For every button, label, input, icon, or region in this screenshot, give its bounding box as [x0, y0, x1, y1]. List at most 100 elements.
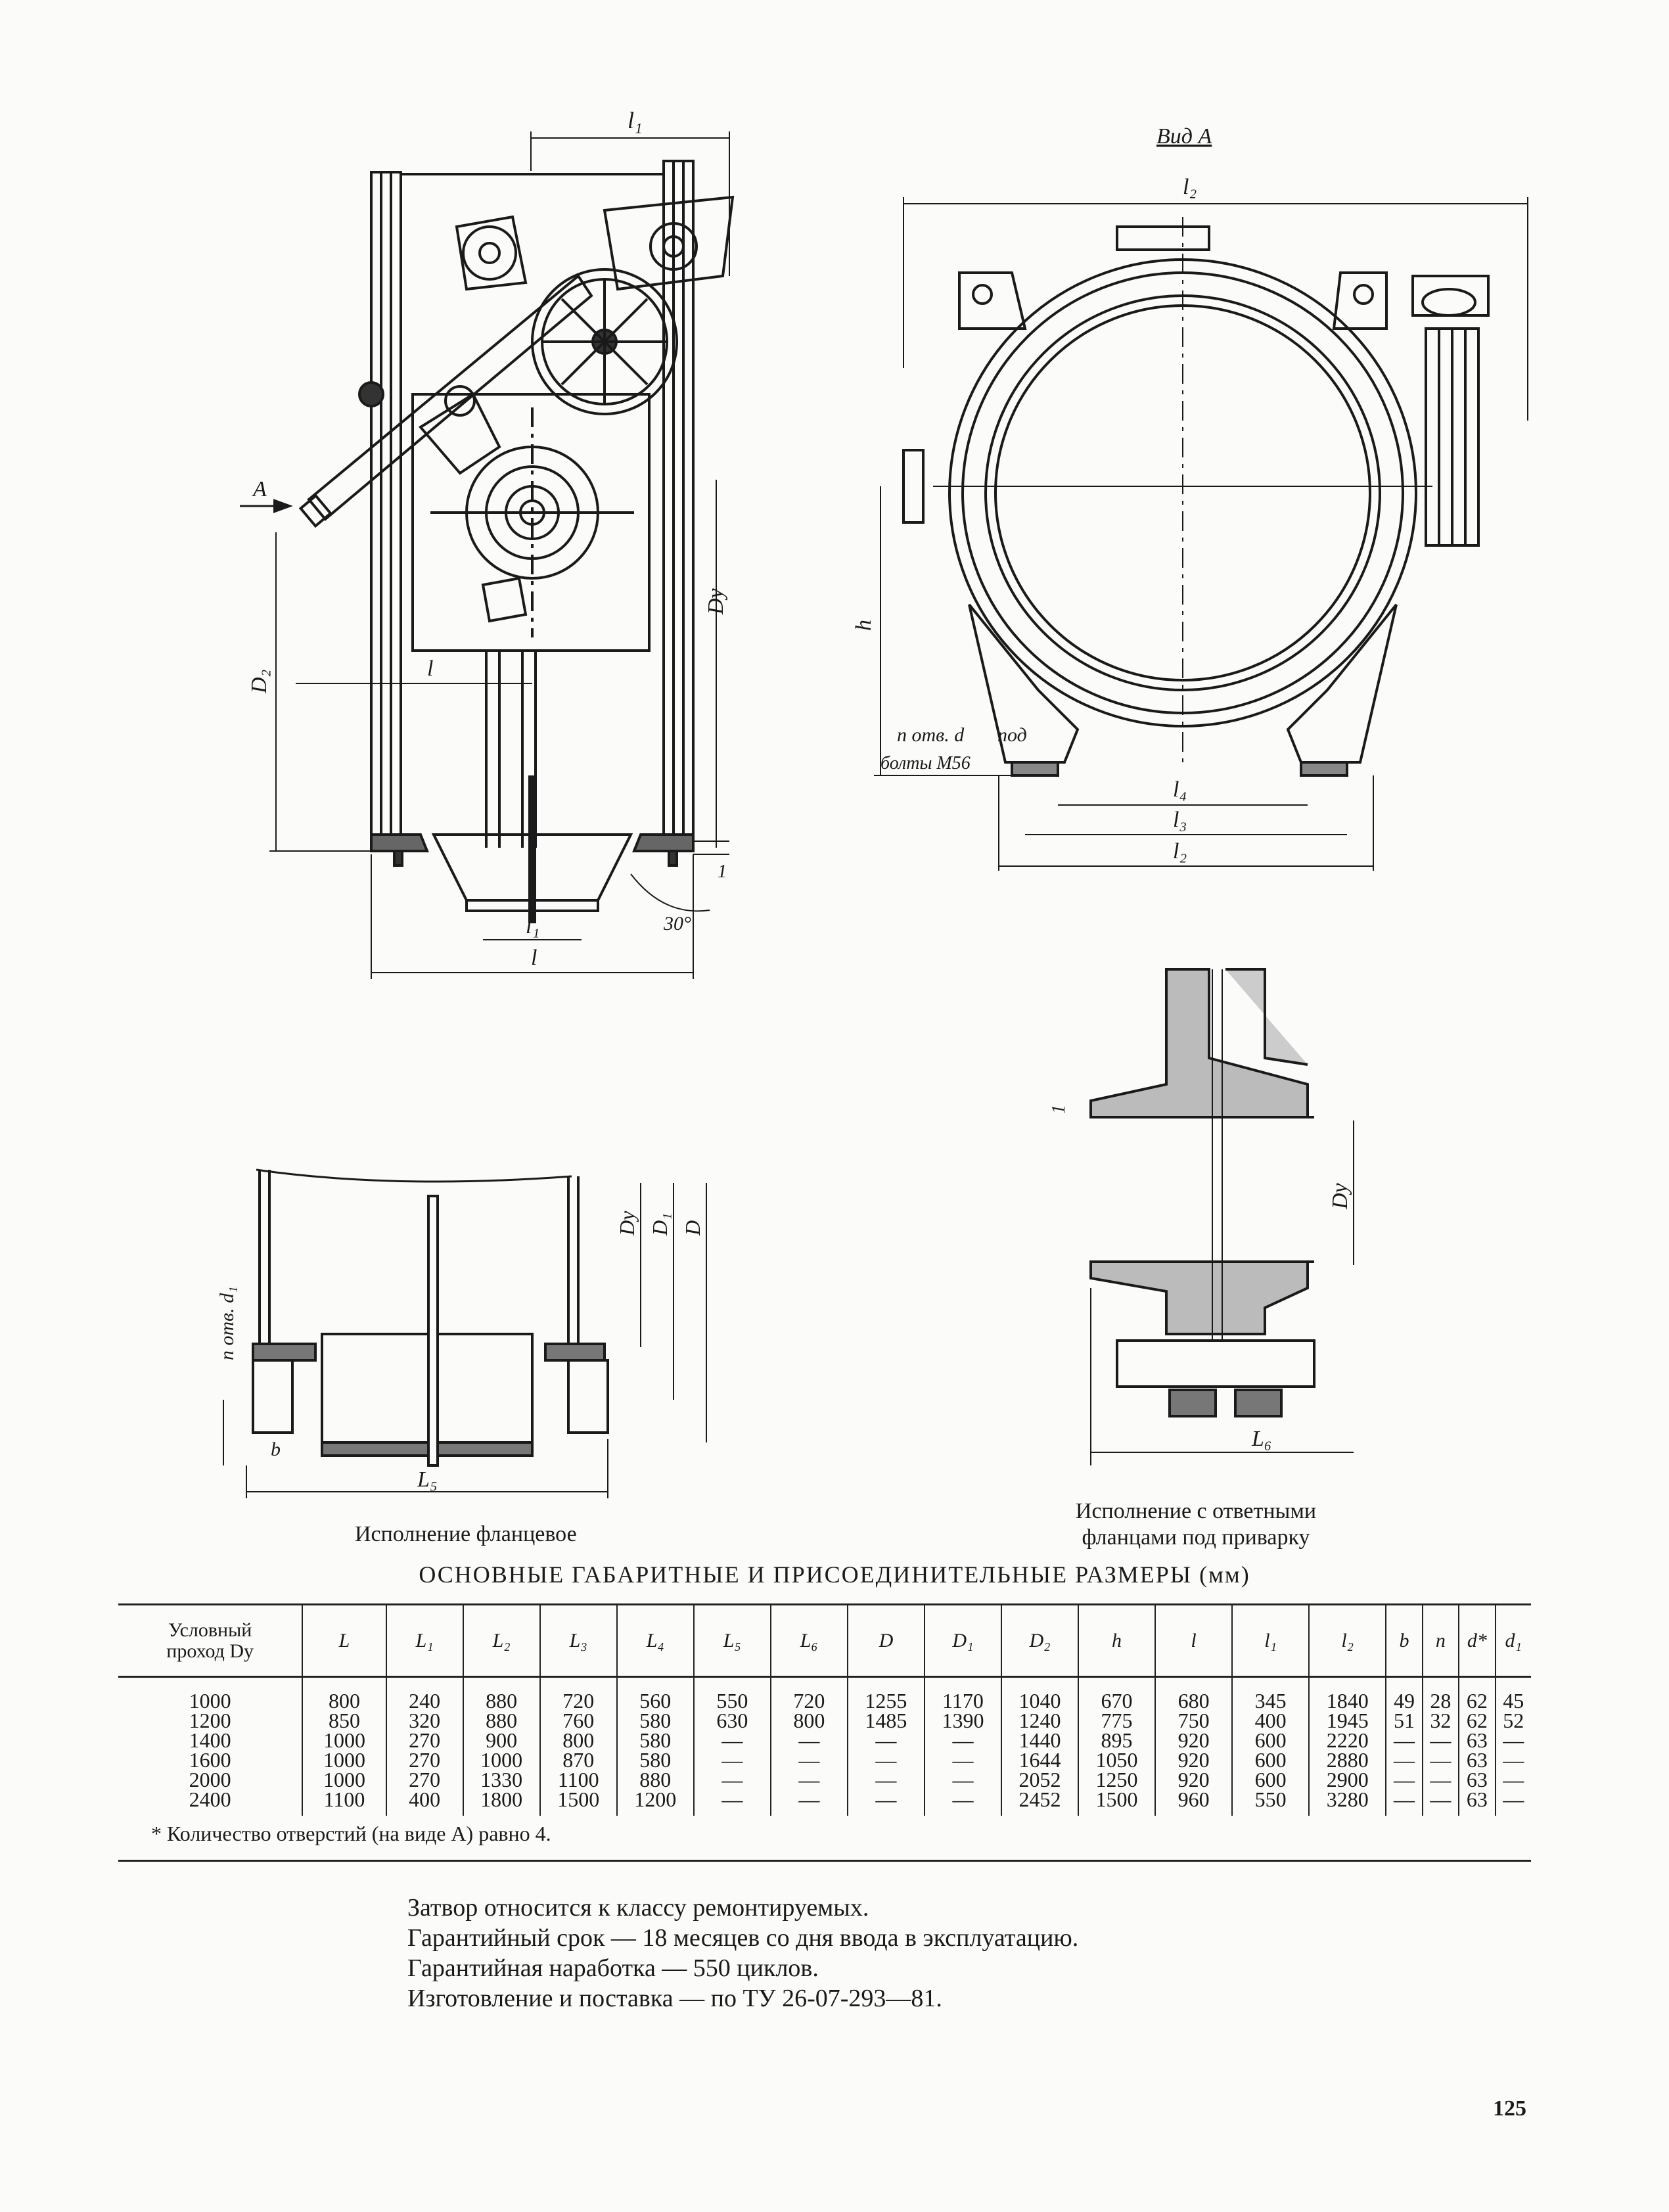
table-header-cell: L₁: [385, 1605, 463, 1678]
table-cell: —: [1503, 1787, 1524, 1811]
table-cell: 52: [1503, 1709, 1524, 1732]
table-cell: —: [1430, 1768, 1452, 1791]
table-cell: —: [1393, 1728, 1415, 1752]
table-cell: —: [798, 1728, 820, 1752]
view-a: [874, 197, 1528, 871]
table-cell: 320: [409, 1709, 441, 1732]
label-weld-one: 1: [1049, 1105, 1069, 1114]
table-cell: 1200: [634, 1787, 677, 1811]
label-l3: l₃: [1173, 808, 1187, 832]
table-cell: 1250: [1095, 1768, 1138, 1791]
table-cell: 1945: [1326, 1709, 1369, 1732]
table-cell: 880: [639, 1768, 672, 1791]
caption-flanged: Исполнение фланцевое: [355, 1522, 577, 1546]
table-cell: 63: [1466, 1787, 1488, 1811]
table-cell: 1390: [942, 1709, 984, 1732]
table-cell: 680: [1177, 1689, 1210, 1713]
table-header-cell: b: [1385, 1605, 1423, 1678]
table-cell: —: [798, 1748, 820, 1772]
table-cell: 62: [1466, 1689, 1488, 1713]
table-cell: 775: [1101, 1709, 1133, 1732]
table-cell: 880: [486, 1689, 518, 1713]
footnote-rule: [118, 1860, 1531, 1862]
table-cell: 1000: [323, 1768, 365, 1791]
side-view: [240, 131, 735, 979]
label-l-bottom: l: [531, 946, 537, 970]
note-line: Затвор относится к классу ремонтируемых.: [407, 1894, 869, 1922]
table-cell: —: [721, 1787, 743, 1811]
table-cell: 1840: [1326, 1689, 1369, 1713]
table-cell: 1170: [942, 1689, 984, 1713]
table-cell: 1800: [480, 1787, 523, 1811]
table-cell: 600: [1254, 1748, 1287, 1772]
label-pod: под: [997, 724, 1027, 746]
caption-welded: Исполнение с ответными фланцами под прив…: [1025, 1498, 1367, 1551]
table-cell: 63: [1466, 1748, 1488, 1772]
table-title: ОСНОВНЫЕ ГАБАРИТНЫЕ И ПРИСОЕДИНИТЕЛЬНЫЕ …: [419, 1561, 1250, 1588]
caption-welded-line2: фланцами под приварку: [1082, 1525, 1310, 1550]
label-weld-dy: Dу: [1328, 1182, 1352, 1210]
label-one: 1: [718, 862, 727, 882]
table-header-cell: L₆: [769, 1605, 848, 1678]
table-cell: —: [952, 1728, 974, 1752]
table-header-cell: d*: [1458, 1605, 1496, 1678]
table-header-cell: Условный проход Dу: [118, 1605, 303, 1678]
table-cell: —: [875, 1748, 897, 1772]
table-cell: —: [875, 1728, 897, 1752]
table-cell: —: [798, 1768, 820, 1791]
table-cell: 1255: [865, 1689, 907, 1713]
table-header-cell: D: [846, 1605, 925, 1678]
table-cell: 1500: [557, 1787, 600, 1811]
label-dy: Dу: [704, 588, 728, 615]
table-cell: —: [1430, 1728, 1452, 1752]
label-main-l1: l₁: [628, 107, 643, 133]
table-cell: 1100: [557, 1768, 599, 1791]
table-cell: 900: [486, 1728, 518, 1752]
table-cell: 895: [1101, 1728, 1133, 1752]
table-cell: 1000: [189, 1689, 231, 1713]
note-line: Гарантийный срок — 18 месяцев со дня вво…: [407, 1924, 1079, 1952]
table-cell: 2052: [1018, 1768, 1061, 1791]
page-number: 125: [1493, 2096, 1526, 2121]
table-cell: 51: [1393, 1709, 1415, 1732]
table-cell: 850: [328, 1709, 360, 1732]
label-h: h: [852, 620, 876, 631]
table-cell: 45: [1503, 1689, 1524, 1713]
flanged-view: [223, 1168, 707, 1498]
table-cell: —: [1393, 1768, 1415, 1791]
table-cell: 270: [409, 1768, 441, 1791]
label-bolty: болты М56: [880, 753, 971, 773]
table-cell: 600: [1254, 1768, 1287, 1791]
table-cell: 1500: [1095, 1787, 1138, 1811]
table-cell: 960: [1177, 1787, 1210, 1811]
table-cell: 2880: [1326, 1748, 1369, 1772]
table-cell: 1050: [1095, 1748, 1138, 1772]
table-cell: 1330: [480, 1768, 523, 1791]
label-l: l: [427, 657, 433, 681]
table-cell: 1485: [865, 1709, 907, 1732]
table-cell: —: [798, 1787, 820, 1811]
note-line: Изготовление и поставка — по ТУ 26-07-29…: [407, 1985, 942, 2012]
table-cell: —: [952, 1768, 974, 1791]
table-cell: 1000: [480, 1748, 523, 1772]
table-header-cell: l₂: [1308, 1605, 1386, 1678]
label-l5: L₅: [417, 1467, 438, 1492]
label-n-otv-d1: n отв. d₁: [216, 1286, 238, 1360]
table-cell: —: [952, 1748, 974, 1772]
table-cell: 2000: [189, 1768, 231, 1791]
label-l6: L₆: [1251, 1427, 1272, 1451]
table-cell: 28: [1430, 1689, 1452, 1713]
table-header-cell: L₂: [462, 1605, 540, 1678]
table-cell: —: [1430, 1748, 1452, 1772]
table-cell: 670: [1101, 1689, 1133, 1713]
